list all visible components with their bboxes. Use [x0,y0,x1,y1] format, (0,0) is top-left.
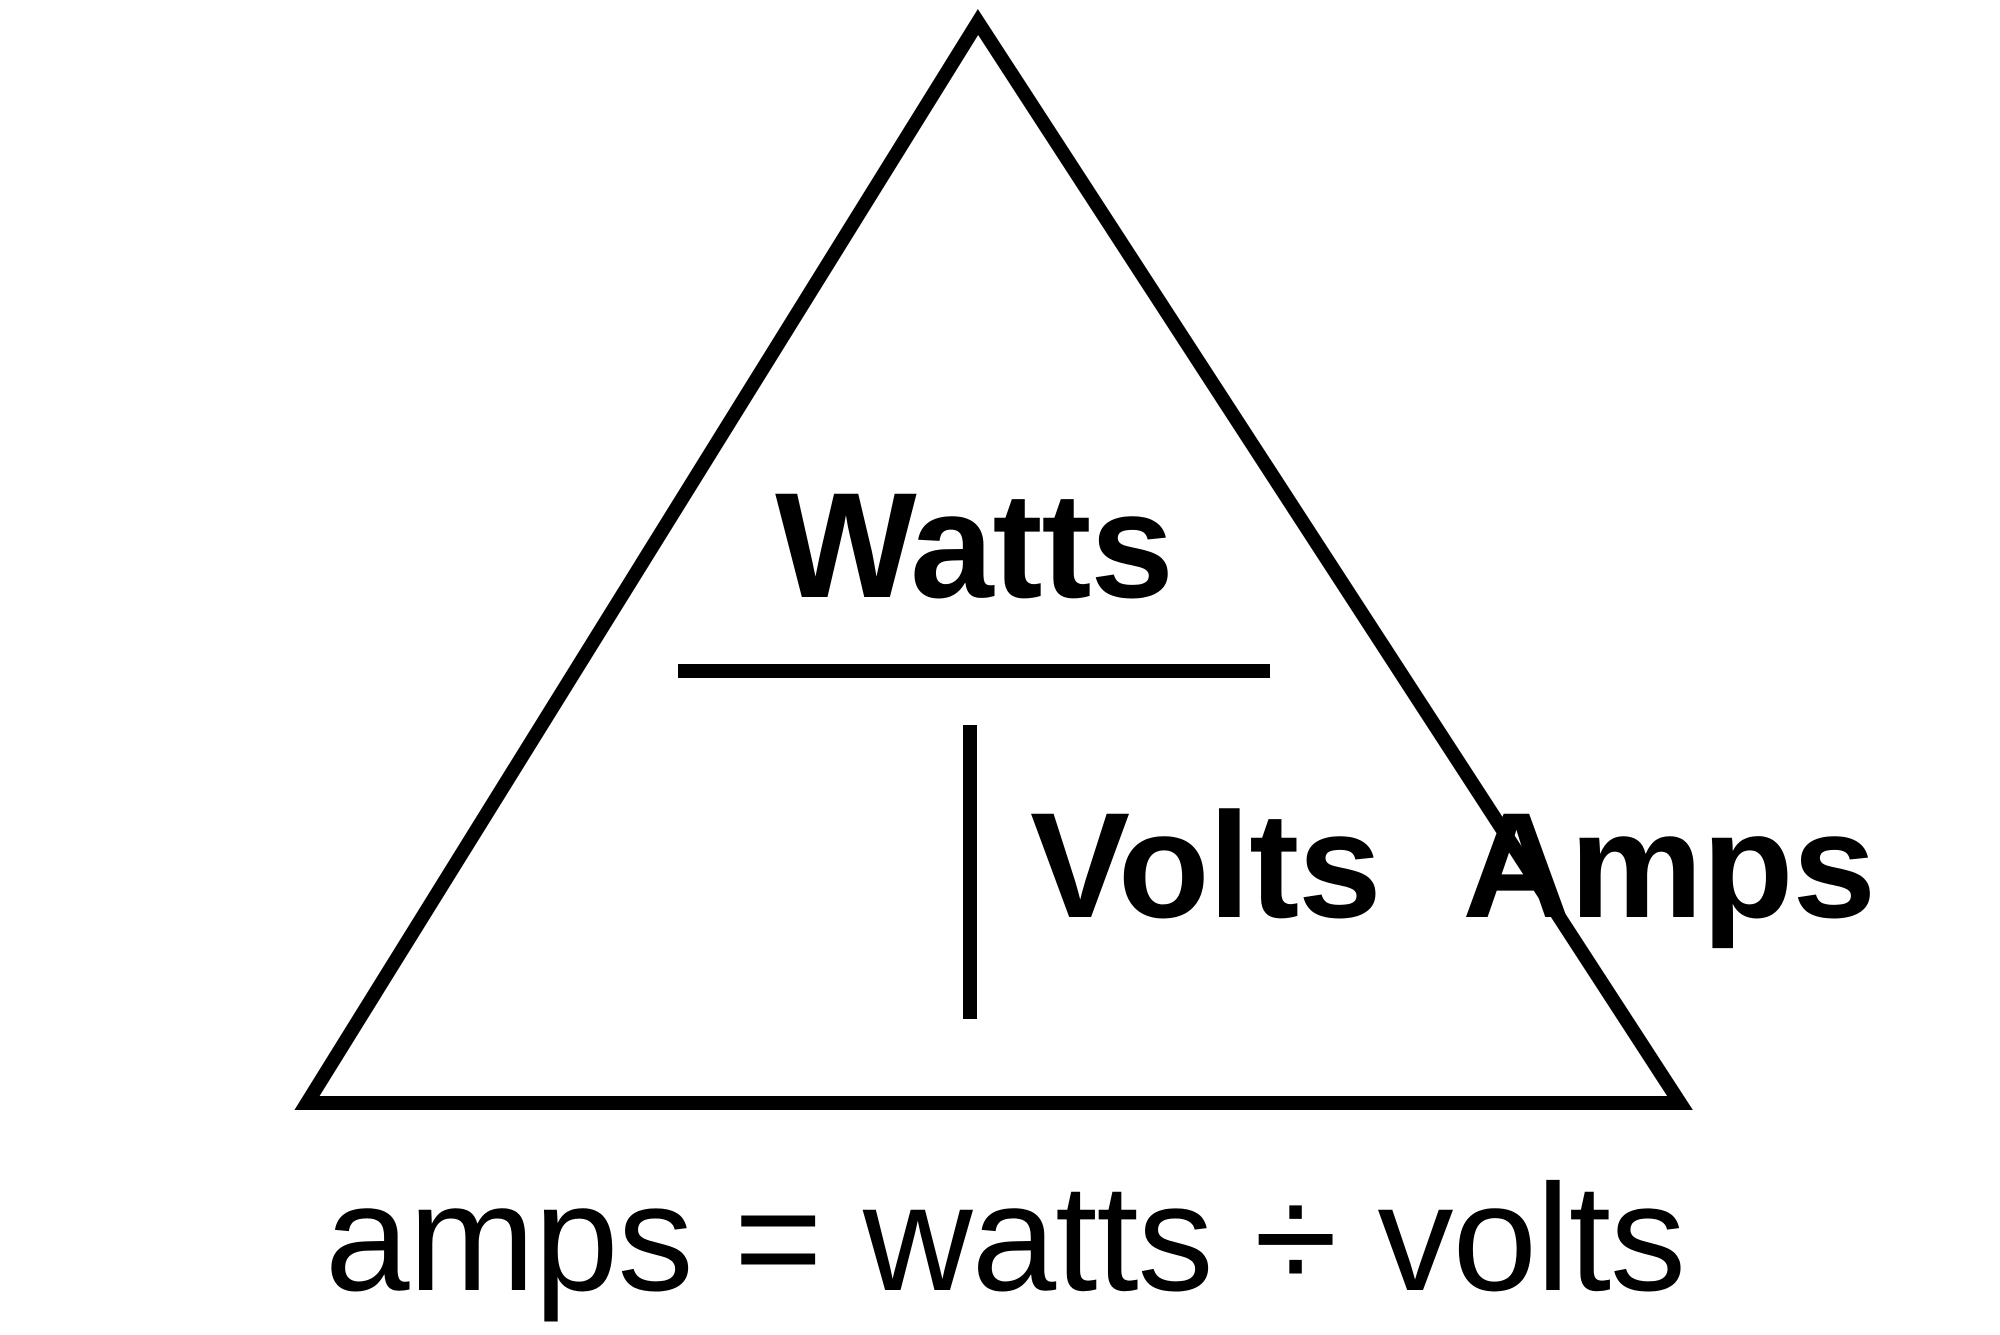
amps-label: Amps [1462,781,1876,949]
formula-caption: amps = watts ÷ volts [324,1153,1686,1323]
volts-label: Volts [1030,781,1382,949]
triangle-shape [294,8,1693,1110]
watts-label: Watts [775,461,1174,629]
